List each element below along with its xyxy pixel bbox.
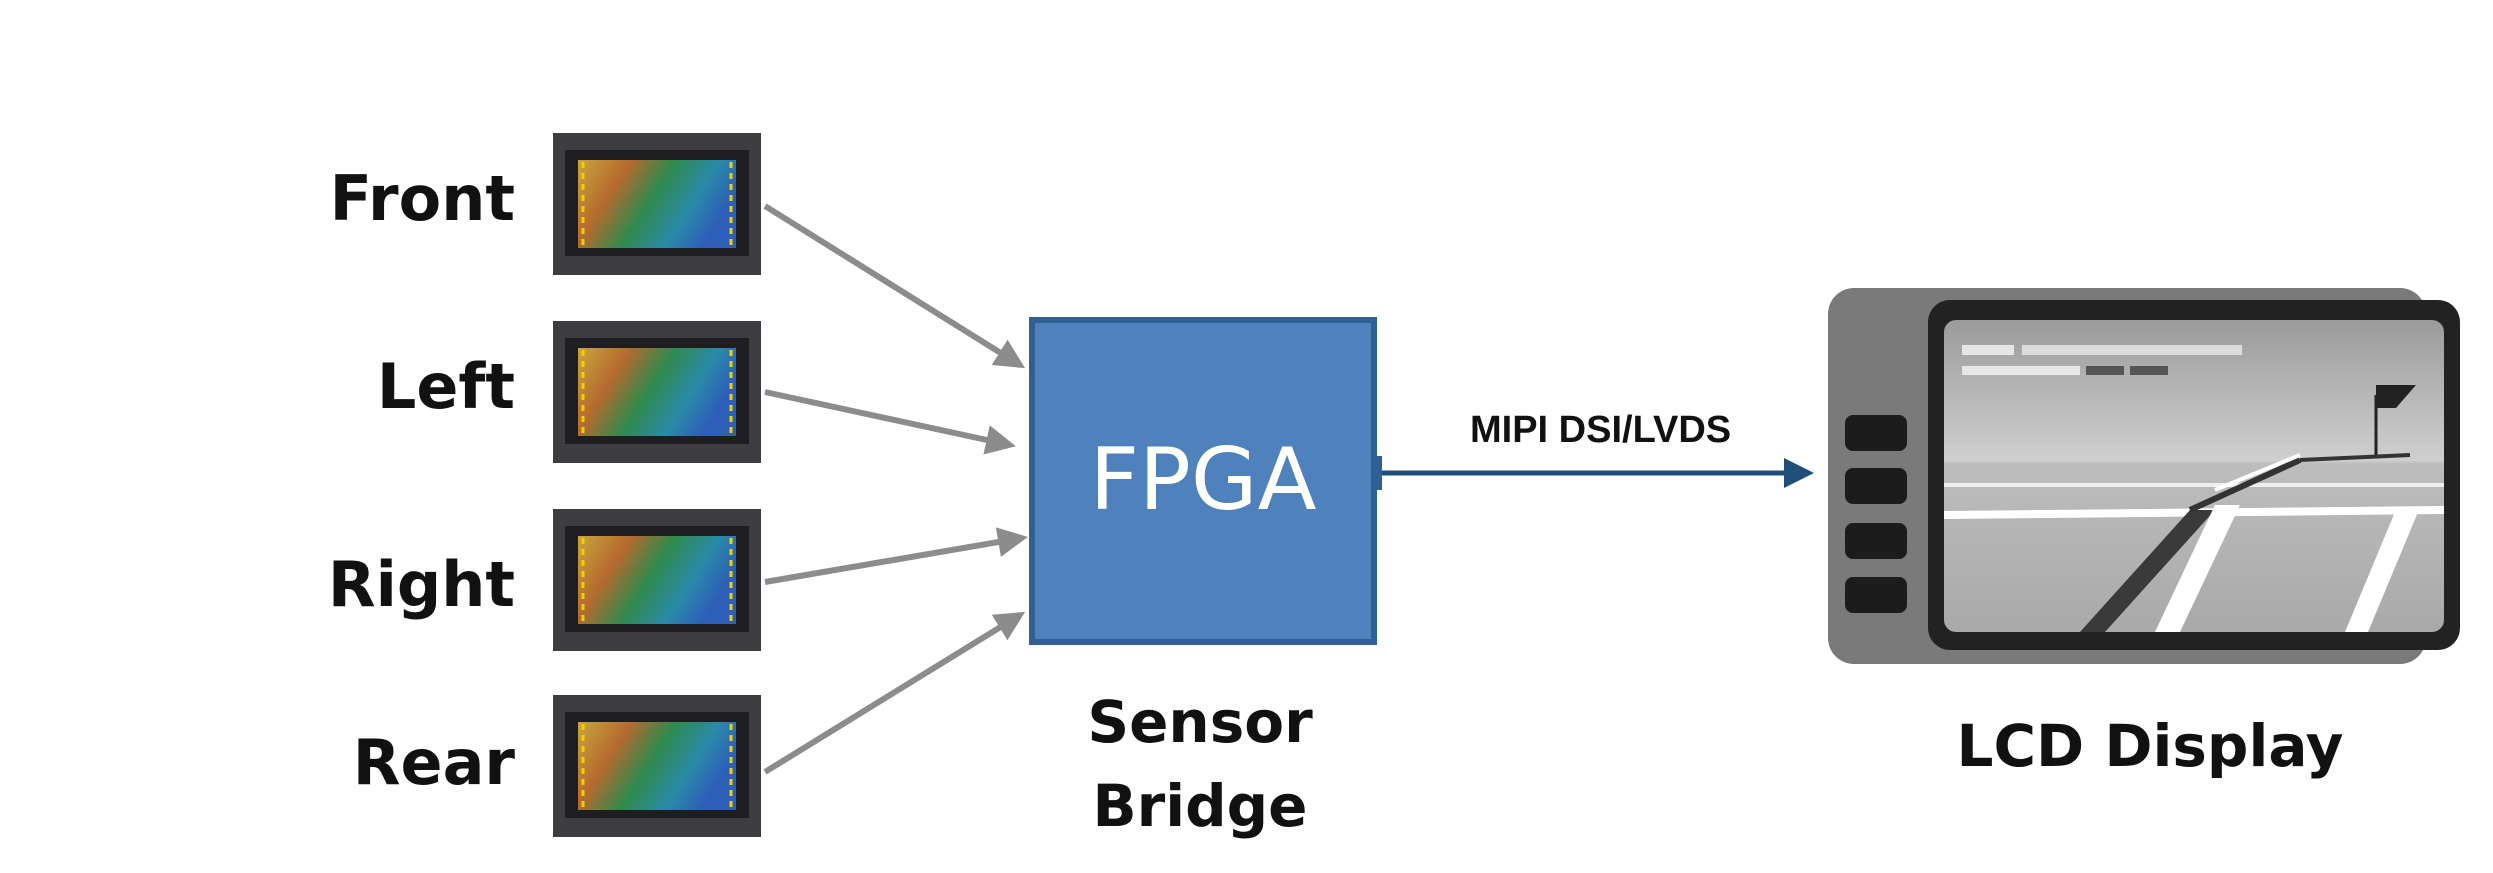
sensor-bridge-caption: Sensor Bridge	[1000, 680, 1400, 848]
arrow-front-to-fpga	[763, 203, 1026, 369]
camera-label-rear: Rear	[352, 726, 515, 799]
camera-label-front: Front	[329, 162, 515, 235]
camera-label-left: Left	[376, 350, 515, 423]
camera-sensor-icon-front	[553, 133, 761, 275]
lcd-display-icon	[1828, 288, 2460, 664]
fpga-output-pin	[1374, 456, 1382, 490]
camera-label-right: Right	[327, 548, 515, 621]
sensor-bridge-caption-line1: Sensor	[1087, 688, 1313, 756]
arrow-right-to-fpga	[764, 527, 1028, 585]
lcd-display-caption: LCD Display	[1956, 712, 2344, 780]
fpga-label: FPGA	[1089, 430, 1317, 530]
sensor-bridge-caption-line2: Bridge	[1092, 772, 1308, 840]
arrow-rear-to-fpga	[763, 611, 1026, 775]
arrow-left-to-fpga	[764, 389, 1016, 455]
camera-sensor-icon-rear	[553, 695, 761, 837]
link-label: MIPI DSI/LVDS	[1470, 409, 1732, 451]
fpga-block	[1029, 317, 1377, 645]
camera-sensor-icon-left	[553, 321, 761, 463]
camera-sensor-icon-right	[553, 509, 761, 651]
